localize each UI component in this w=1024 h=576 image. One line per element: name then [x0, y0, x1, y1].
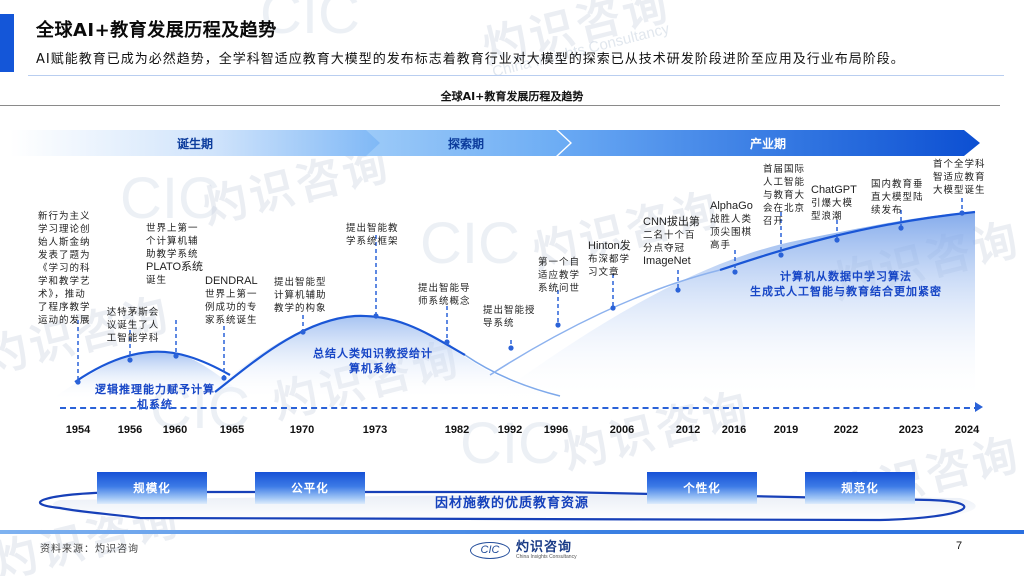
trend-center-label: 因材施教的优质教育资源	[434, 496, 589, 511]
event-1982: 提出智能导师系统概念	[418, 283, 471, 307]
page-subtitle: AI赋能教育已成为必然趋势，全学科智适应教育大模型的发布标志着教育行业对大模型的…	[36, 52, 905, 67]
pillar-personalization: 个性化	[647, 472, 757, 504]
pillar-fairness: 公平化	[255, 472, 365, 504]
year-label: 1992	[497, 424, 523, 436]
footer-divider	[0, 530, 1024, 534]
area-label-learning: 计算机从数据中学习算法生成式人工智能与教育结合更加紧密	[750, 270, 942, 298]
year-label: 1960	[162, 424, 188, 436]
arrow-right-icon	[975, 402, 983, 412]
event-2019: 首届国际人工智能与教育大会在北京召开	[763, 164, 806, 227]
event-1996: 第一个自适应教学系统问世	[538, 257, 581, 294]
phase-arrow-shape	[366, 130, 570, 156]
source-note: 资料来源：灼识咨询	[40, 544, 139, 555]
phase-industry: 产业期	[558, 130, 988, 156]
title-accent-bar	[0, 14, 14, 72]
event-2023: 国内教育垂直大模型陆续发布	[871, 179, 924, 216]
year-label: 1965	[219, 424, 245, 436]
pillar-standardization: 规范化	[805, 472, 915, 504]
pillar-scale: 规模化	[97, 472, 207, 504]
divider	[28, 75, 1004, 76]
event-2006: Hinton发布深都学习文章	[588, 240, 631, 278]
phase-birth: 诞生期	[10, 130, 410, 156]
phase-label: 诞生期	[176, 137, 213, 151]
event-1992: 提出智能授导系统	[483, 305, 536, 329]
year-label: 2023	[898, 424, 924, 436]
year-label: 1970	[289, 424, 315, 436]
year-label: 1954	[65, 424, 91, 436]
event-1954: 新行为主义学习理论创始人斯金纳发表了题为《学习的科学和教学艺术》，推动了程序教学…	[38, 211, 91, 326]
year-label: 2024	[954, 424, 980, 436]
divider	[0, 105, 1000, 106]
year-label: 1982	[444, 424, 470, 436]
phase-explore: 探索期	[366, 130, 606, 156]
cic-logo-icon: CIC	[470, 542, 510, 559]
phase-label: 探索期	[447, 137, 484, 151]
page-title: 全球AI+教育发展历程及趋势	[36, 20, 277, 41]
event-1973: 提出智能教学系统框架	[346, 223, 399, 247]
year-label: 2019	[773, 424, 799, 436]
page-number: 7	[956, 540, 963, 552]
event-2024: 首个全学科智适应教育大模型诞生	[933, 159, 986, 196]
area-label-knowledge: 总结人类知识教授给计算机系统	[313, 347, 433, 375]
year-label: 1956	[117, 424, 143, 436]
event-1970: 提出智能型计算机辅助教学的构象	[274, 277, 327, 314]
chart-title: 全球AI+教育发展历程及趋势	[440, 90, 584, 103]
phase-label: 产业期	[749, 137, 786, 151]
company-logo: CIC 灼识咨询 China Insights Consultancy	[470, 541, 577, 560]
watermark-cic: CIC	[460, 411, 560, 476]
year-label: 2016	[721, 424, 747, 436]
phase-arrow-shape	[558, 130, 980, 156]
year-label: 2012	[675, 424, 701, 436]
phase-arrow-shape	[10, 130, 384, 156]
development-curves	[50, 198, 976, 400]
year-label: 1973	[362, 424, 388, 436]
timeline-axis	[60, 407, 980, 409]
year-label: 1996	[543, 424, 569, 436]
logo-name-en: China Insights Consultancy	[516, 554, 577, 560]
event-1956: 达特茅斯会议诞生了人工智能学科	[106, 307, 160, 344]
logo-name: 灼识咨询	[516, 540, 573, 555]
year-label: 2022	[833, 424, 859, 436]
year-label: 2006	[609, 424, 635, 436]
